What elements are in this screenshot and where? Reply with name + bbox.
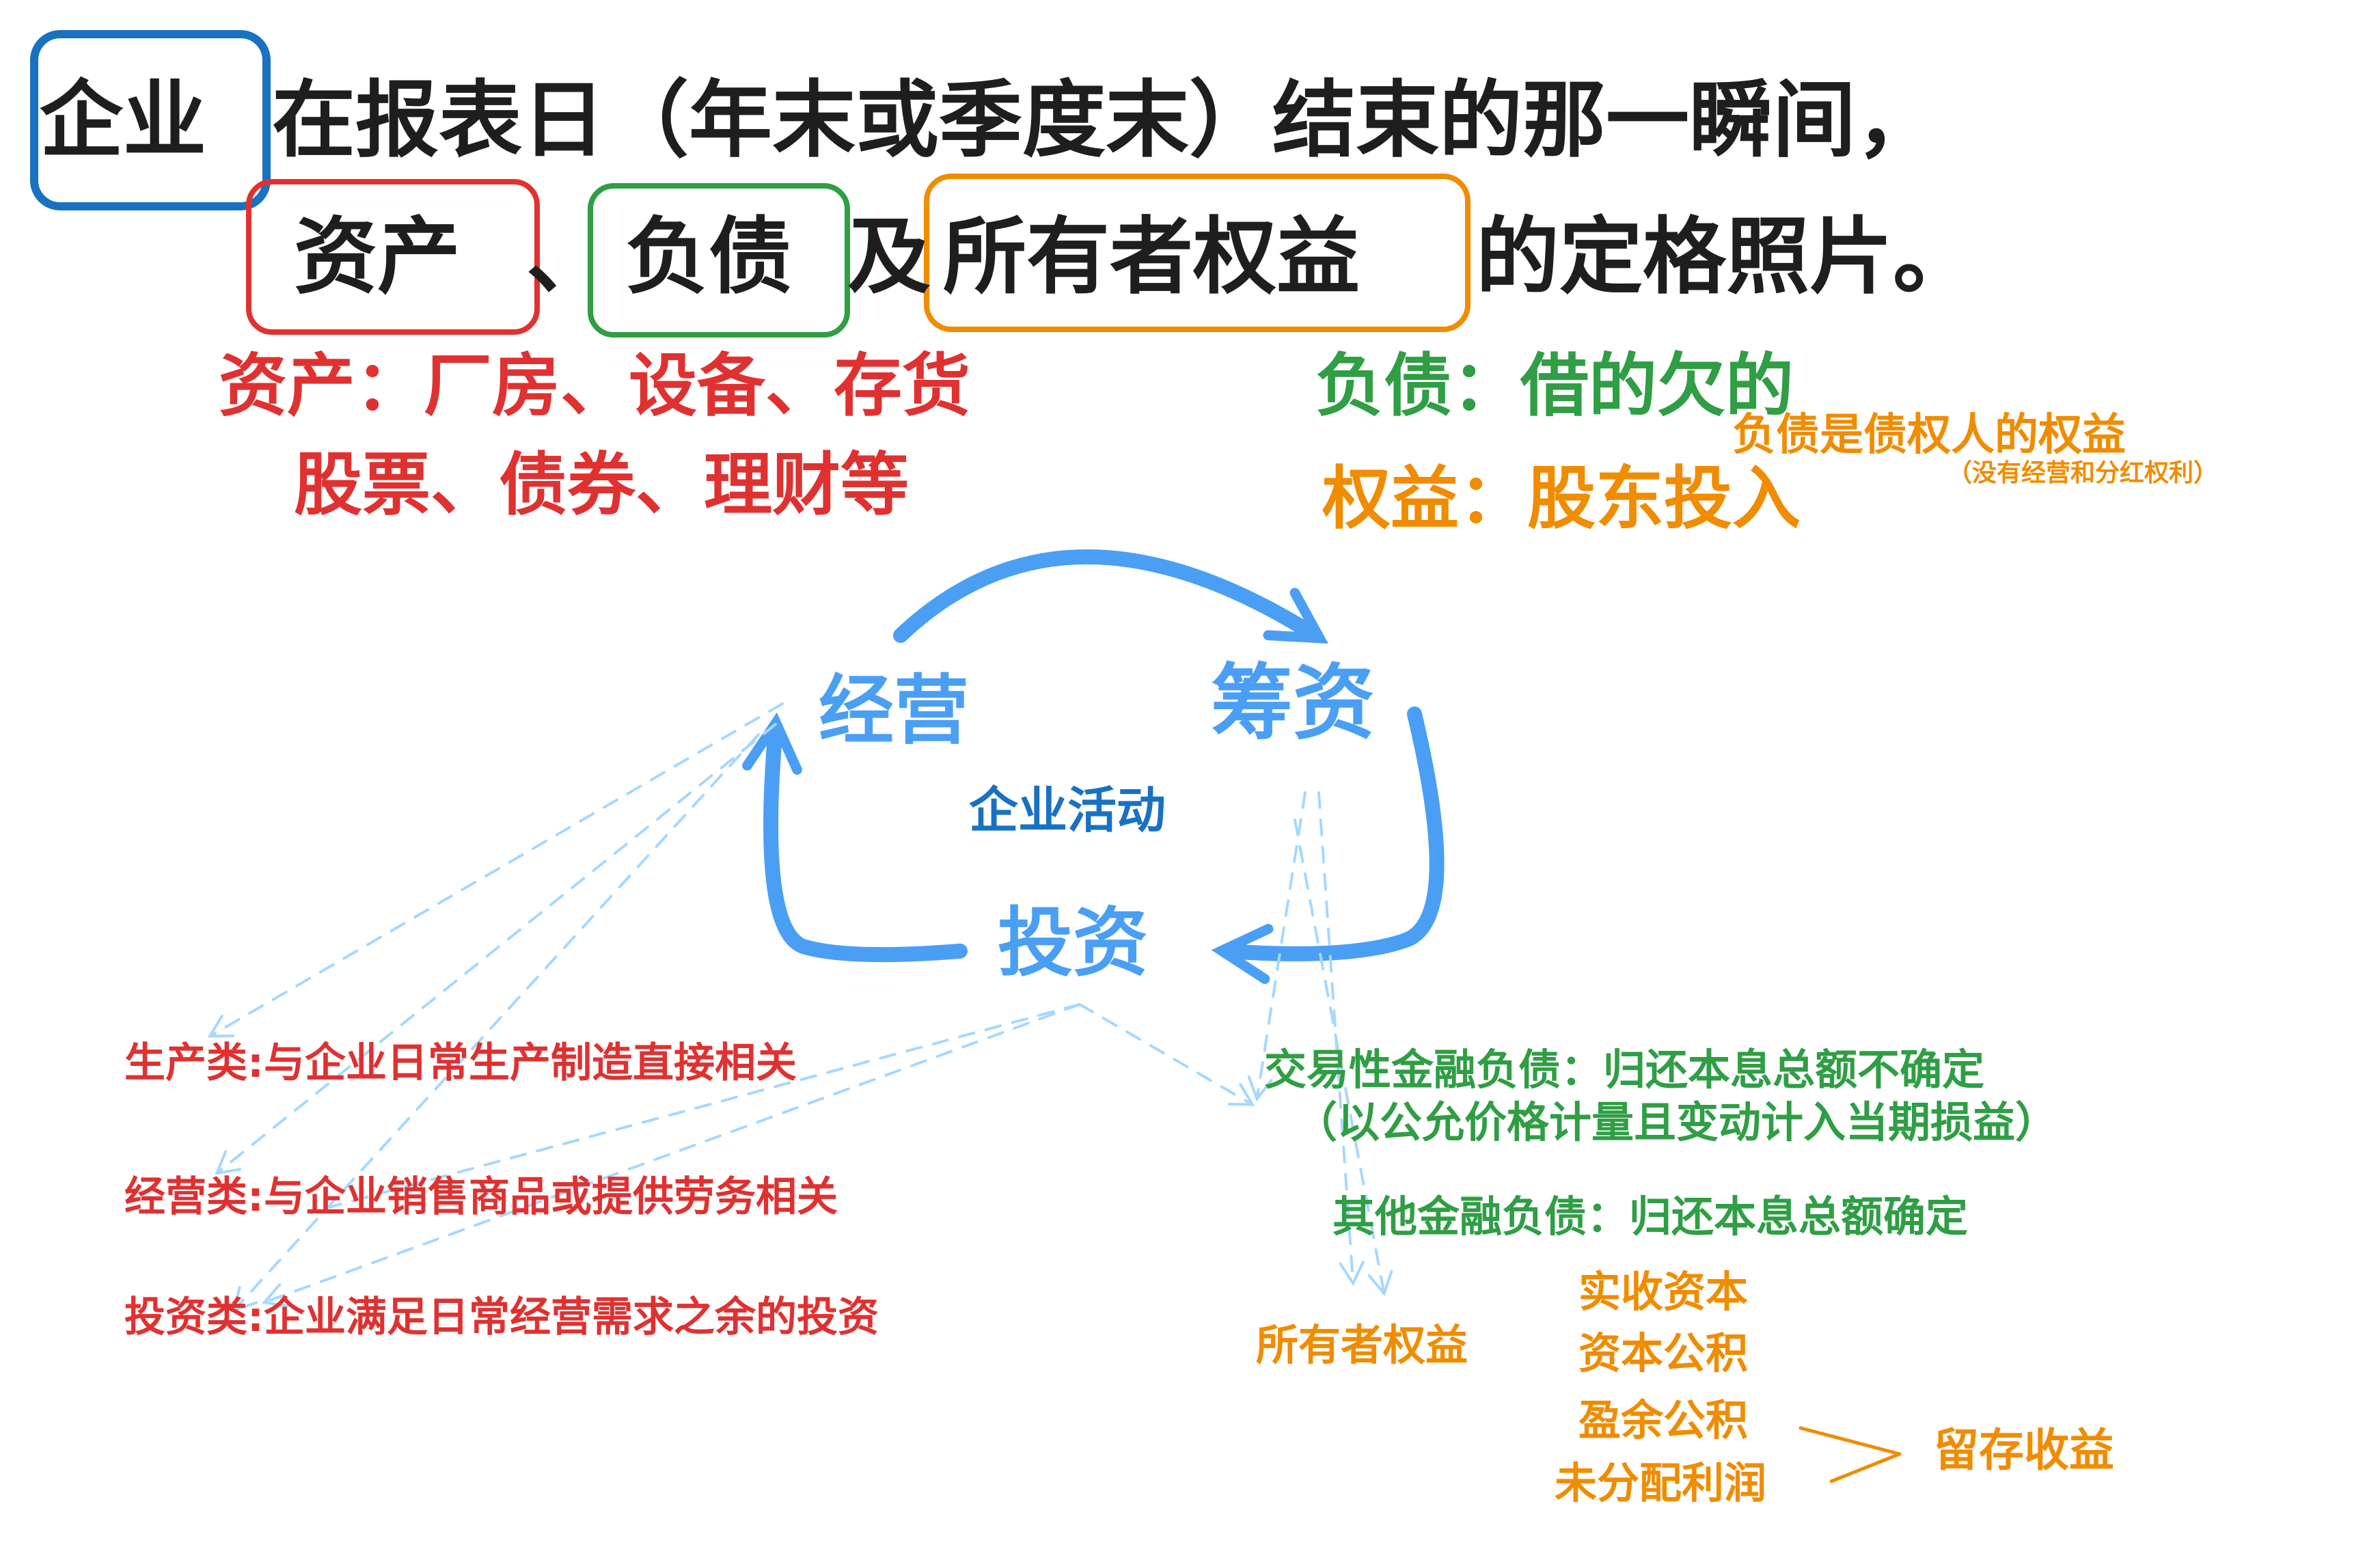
- headline-line1: 在报表日（年末或季度末）结束的那一瞬间，: [272, 72, 1939, 169]
- arrow-operating-to-financing: [893, 549, 1315, 635]
- liabilities-word: 负债: [625, 208, 792, 305]
- liabilities-note: 负债是债权人的权益: [1732, 410, 2126, 461]
- category-investing: 投资类:企业满足日常经营需求之余的投资: [124, 1293, 879, 1341]
- headline-line2-end: 的定格照片。: [1476, 208, 1976, 305]
- retained-earnings-bracket: [1798, 1426, 1902, 1483]
- liabilities-highlight-box: [588, 183, 850, 338]
- category-operating: 经营类:与企业销售商品或提供劳务相关: [124, 1173, 838, 1221]
- dashed-links-operating: [207, 702, 784, 1313]
- trading-financial-liability-note: （以公允价格计量且变动计入当期损益）: [1295, 1097, 2058, 1147]
- retained-earnings: 留存收益: [1934, 1424, 2114, 1477]
- undistributed-profit: 未分配利润: [1555, 1458, 1767, 1508]
- headline-and: 及: [847, 208, 931, 305]
- cycle-operating: 经营: [819, 667, 969, 754]
- assets-definition-line2: 股票、债券、理财等: [294, 445, 909, 525]
- cycle-investing: 投资: [998, 899, 1148, 987]
- liabilities-definition: 负债：借的欠的: [1315, 346, 1794, 426]
- headline-separator: 、: [526, 208, 610, 305]
- enterprise-highlight-box: [30, 30, 271, 210]
- assets-definition-line1: 资产：厂房、设备、存货: [219, 346, 970, 426]
- equity-definition: 权益：股东投入: [1322, 458, 1801, 538]
- arrow-financing-to-investing: [1227, 706, 1445, 954]
- liabilities-subnote: （没有经营和分红权利）: [1947, 459, 2219, 487]
- cycle-center-label: 企业活动: [969, 782, 1166, 839]
- arrow-investing-to-operating: [771, 728, 968, 963]
- trading-financial-liability: 交易性金融负债：归还本息总额不确定: [1264, 1045, 1985, 1095]
- other-financial-liability: 其他金融负债：归还本息总额确定: [1332, 1192, 1969, 1241]
- assets-highlight-box: [246, 179, 540, 335]
- equity-word: 所有者权益: [943, 208, 1360, 305]
- category-production: 生产类:与企业日常生产制造直接相关: [124, 1039, 797, 1087]
- dashed-links-financing: [1247, 791, 1393, 1297]
- paid-in-capital: 实收资本: [1578, 1267, 1749, 1317]
- equity-highlight-box: [924, 174, 1471, 332]
- owners-equity-label: 所有者权益: [1256, 1320, 1468, 1370]
- surplus-reserve: 盈余公积: [1578, 1395, 1749, 1445]
- capital-reserve: 资本公积: [1578, 1328, 1749, 1378]
- enterprise-word: 企业: [40, 72, 206, 169]
- assets-word: 资产: [294, 208, 461, 305]
- dashed-links-investing: [262, 1003, 1255, 1308]
- cycle-financing: 筹资: [1211, 656, 1375, 751]
